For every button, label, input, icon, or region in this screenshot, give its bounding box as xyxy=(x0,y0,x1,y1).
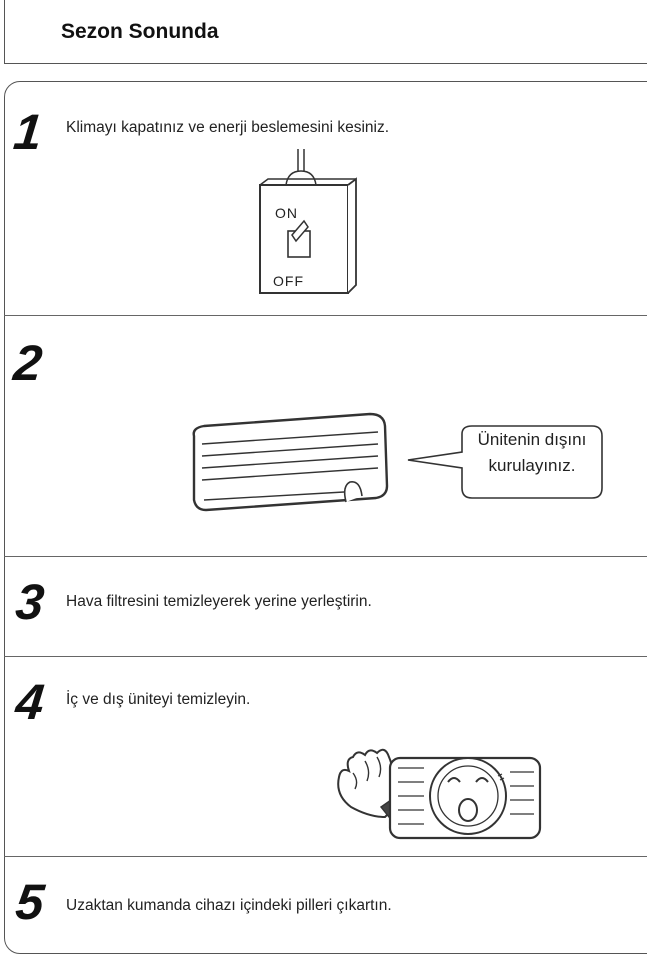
step-text: İç ve dış üniteyi temizleyin. xyxy=(66,691,251,708)
step-number: 4 xyxy=(13,674,47,730)
page-header: Sezon Sonunda xyxy=(4,0,647,64)
switch-on-label: ON xyxy=(275,205,298,221)
bubble-line-1: Ünitenin dışını xyxy=(477,430,587,449)
step-number: 2 xyxy=(11,335,45,391)
step-5: 5 Uzaktan kumanda cihazı içindeki piller… xyxy=(4,857,647,954)
bubble-line-2: kurulayınız. xyxy=(488,456,576,475)
step-number: 3 xyxy=(13,574,47,630)
power-switch-icon xyxy=(259,149,357,294)
speech-bubble-icon xyxy=(407,425,603,499)
step-text: Uzaktan kumanda cihazı içindeki pilleri … xyxy=(66,897,392,914)
step-4: 4 İç ve dış üniteyi temizleyin. xyxy=(4,657,647,857)
steps-card xyxy=(4,81,647,954)
outdoor-unit-icon xyxy=(388,756,542,840)
step-2: 2 Ünitenin dışını kurulayınız. xyxy=(4,316,647,557)
step-text: Klimayı kapatınız ve enerji beslemesini … xyxy=(66,119,390,136)
step-number: 1 xyxy=(11,104,45,160)
page-title: Sezon Sonunda xyxy=(61,20,219,43)
step-number: 5 xyxy=(13,874,47,930)
step-3: 3 Hava filtresini temizleyerek yerine ye… xyxy=(4,557,647,657)
step-1: 1 Klimayı kapatınız ve enerji beslemesin… xyxy=(4,81,647,316)
switch-off-label: OFF xyxy=(273,273,304,289)
step-text: Hava filtresini temizleyerek yerine yerl… xyxy=(66,593,372,610)
indoor-unit-icon xyxy=(192,412,389,512)
